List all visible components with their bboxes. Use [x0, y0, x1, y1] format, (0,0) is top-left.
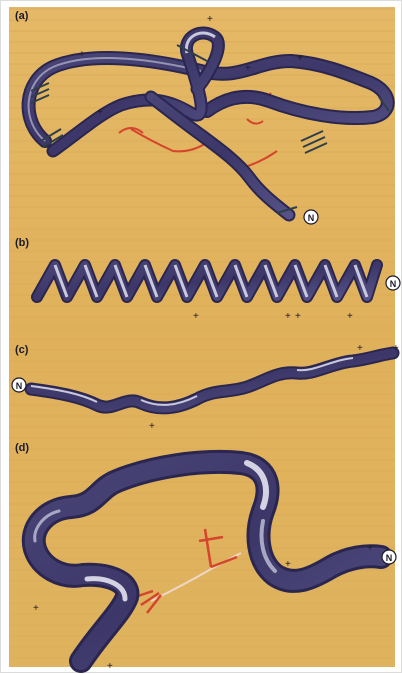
charge-mark: +: [295, 311, 301, 322]
charge-mark: +: [285, 559, 291, 570]
charge-mark: +: [393, 343, 399, 354]
charge-mark: +: [285, 311, 291, 322]
charge-mark: +: [33, 603, 39, 614]
charge-mark: +: [297, 53, 303, 64]
panel-a-n-terminus-label: N: [308, 213, 315, 223]
panel-b-label: (b): [15, 237, 29, 249]
panel-a-label: (a): [15, 10, 29, 22]
charge-mark: +: [149, 421, 155, 432]
panel-c-label: (c): [15, 344, 29, 356]
charge-mark: +: [357, 343, 363, 354]
panel-d-n-terminus-label: N: [386, 553, 393, 563]
charge-mark: +: [193, 311, 199, 322]
charge-mark: +: [79, 49, 85, 60]
charge-mark: +: [347, 311, 353, 322]
panel-d-label: (d): [15, 442, 29, 454]
panel-c-n-terminus-label: N: [16, 381, 23, 391]
charge-mark: +: [245, 63, 251, 74]
charge-mark: +: [97, 107, 103, 118]
panel-b-n-terminus-label: N: [390, 279, 397, 289]
charge-mark: +: [207, 14, 213, 25]
charge-mark: +: [107, 661, 113, 672]
charge-mark: +: [367, 543, 373, 554]
